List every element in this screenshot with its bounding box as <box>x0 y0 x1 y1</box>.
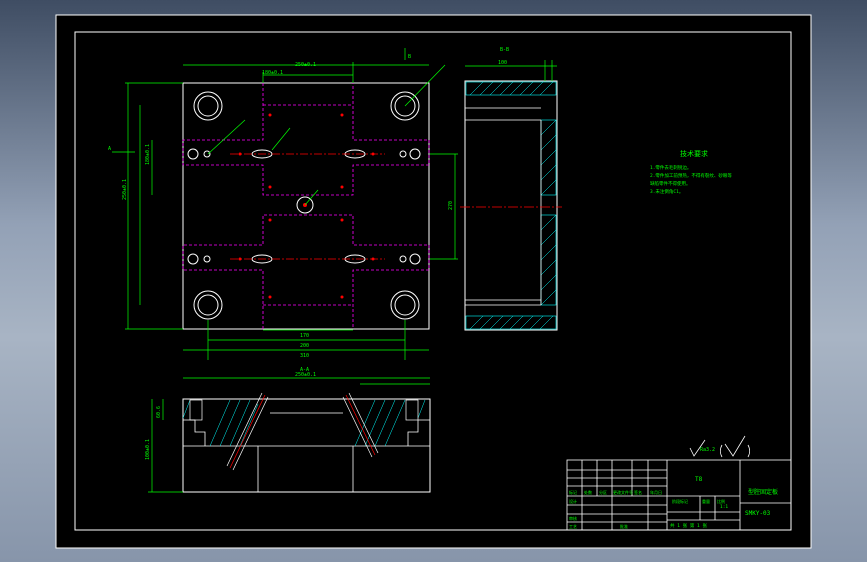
tb-sheet: 共 1 张 第 1 张 <box>670 522 707 529</box>
tech-req-heading: 技术要求 <box>680 149 708 158</box>
drawing-sheet: 250±0.1 180±0.1 250±0.1 180±0.1 170 200 … <box>74 31 792 531</box>
top-view-dimension-lines <box>112 48 458 360</box>
dim-side-height: 270 <box>448 201 454 210</box>
border-frame <box>74 31 792 531</box>
section-view-outline <box>182 398 431 493</box>
svg-text:处数: 处数 <box>584 489 592 495</box>
dim-section-width: 250±0.1 <box>295 372 316 378</box>
guide-hole-top-right <box>390 91 420 121</box>
title-block-texts: T8 型腔固定板 SMKY-03 1:1 共 1 张 第 1 张 Ra3.2 标… <box>569 447 778 529</box>
svg-text:重量: 重量 <box>702 498 710 504</box>
drawing-background <box>55 14 812 549</box>
dim-section-depth: 60.6 <box>156 406 162 418</box>
svg-text:标记: 标记 <box>569 489 577 495</box>
svg-text:年月日: 年月日 <box>650 489 662 495</box>
hidden-cavity-lines <box>182 83 430 329</box>
sprue-hole <box>296 196 314 214</box>
tb-scale: 1:1 <box>720 504 728 510</box>
side-view-outline <box>464 80 558 331</box>
svg-text:更改文件号: 更改文件号 <box>613 489 633 495</box>
side-view: B-B <box>448 47 562 331</box>
dim-side-top: 100 <box>498 60 507 66</box>
svg-text:批准: 批准 <box>620 523 628 529</box>
roughness-symbol-icon <box>689 435 750 458</box>
section-view: A-A <box>145 367 431 493</box>
svg-text:设计: 设计 <box>569 498 577 504</box>
svg-text:审核: 审核 <box>569 515 577 521</box>
dim-top-width: 250±0.1 <box>295 62 316 68</box>
dim-top-inner: 180±0.1 <box>262 70 283 76</box>
side-view-hatch-lines <box>469 81 557 330</box>
top-view-outline <box>182 82 430 330</box>
title-block: T8 型腔固定板 SMKY-03 1:1 共 1 张 第 1 张 Ra3.2 标… <box>566 435 792 531</box>
section-mark-a: A <box>108 146 111 152</box>
svg-text:分区: 分区 <box>599 489 607 495</box>
tech-req-item-2: 2.零件加工前预热，不得有裂纹、砂眼等 <box>650 172 732 179</box>
guide-hole-bottom-left <box>193 290 223 320</box>
dim-bottom-mid: 200 <box>300 343 309 349</box>
tech-req-item-4: 3.未注倒角C1。 <box>650 188 683 195</box>
top-view-dimension-texts: 250±0.1 180±0.1 250±0.1 180±0.1 170 200 … <box>108 54 411 359</box>
side-view-label: B-B <box>500 47 509 53</box>
section-view-dimension-texts: 250±0.1 100±0.1 60.6 <box>145 372 316 460</box>
tb-drawing-no: SMKY-03 <box>745 510 771 517</box>
dim-bottom-outer: 310 <box>300 353 309 359</box>
tech-req-item-3: 缺陷零件不得使用。 <box>650 180 691 187</box>
tb-part-name: 型腔固定板 <box>748 488 778 496</box>
dim-left-inner: 180±0.1 <box>145 144 151 165</box>
tech-req-item-1: 1.零件去毛刺锐边。 <box>650 164 691 171</box>
section-view-hatching <box>182 399 426 447</box>
dim-bottom-inner: 170 <box>300 333 309 339</box>
top-view: 250±0.1 180±0.1 250±0.1 180±0.1 170 200 … <box>108 48 458 360</box>
side-view-dimension-texts: 100 270 <box>448 60 507 210</box>
tb-roughness: Ra3.2 <box>700 447 715 453</box>
tb-material: T8 <box>695 476 703 483</box>
dim-section-height: 100±0.1 <box>145 439 151 460</box>
svg-text:比例: 比例 <box>717 498 725 504</box>
technical-requirements: 技术要求 1.零件去毛刺锐边。 2.零件加工前预热，不得有裂纹、砂眼等 缺陷零件… <box>650 149 732 195</box>
center-lines <box>230 153 385 260</box>
section-mark-b: B <box>408 54 411 60</box>
svg-text:工艺: 工艺 <box>569 524 577 529</box>
svg-text:阶段标记: 阶段标记 <box>672 498 688 504</box>
section-view-dimension-lines <box>148 377 430 493</box>
guide-hole-top-left <box>193 91 223 121</box>
section-view-pin-bores <box>189 392 419 471</box>
side-view-inner-lines <box>465 107 542 306</box>
dim-left-overall: 250±0.1 <box>122 179 128 200</box>
guide-hole-bottom-right <box>390 290 420 320</box>
section-view-angled-pins <box>229 394 376 469</box>
svg-text:签名: 签名 <box>634 489 642 495</box>
section-view-label: A-A <box>300 367 309 373</box>
title-block-grid <box>566 459 792 531</box>
side-view-dimension-lines <box>465 60 557 81</box>
